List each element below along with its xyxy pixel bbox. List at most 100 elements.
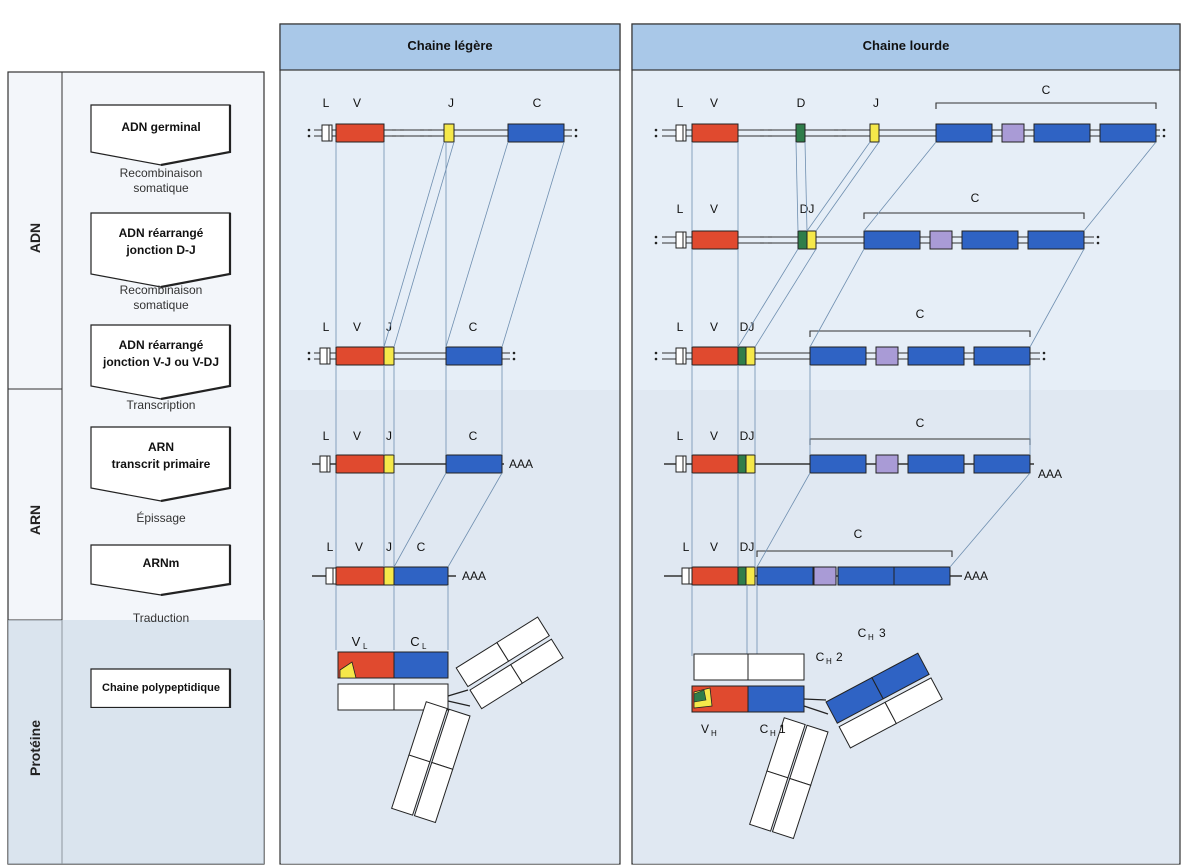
h3-right-dot-2 <box>1042 357 1046 361</box>
transition-5: Traduction <box>96 611 226 626</box>
step-box-5-shadow <box>160 545 232 596</box>
h4-leader-box2 <box>682 455 687 473</box>
heavy-label-ch1-sub: H <box>770 729 776 738</box>
l-guide-c1 <box>445 141 509 348</box>
step-box-6-shape <box>90 668 232 708</box>
h1-left-dot-2 <box>654 134 658 138</box>
heavy-ch3-domain <box>871 652 930 700</box>
transition-1: Recombinaison somatique <box>96 166 226 196</box>
l2-exon-j <box>383 346 395 366</box>
l4-exon-c <box>393 566 449 586</box>
h2-leader-box1 <box>675 231 684 249</box>
heavy-chain-header <box>631 23 1181 71</box>
heavy-label-ch3: C <box>858 626 867 640</box>
step-box-2-shadow <box>160 213 232 288</box>
h-guide-j3 <box>754 248 817 348</box>
light-hinge-2 <box>447 700 471 707</box>
h3-label-l: L <box>677 320 684 334</box>
heavy-ch1-domain <box>747 685 805 713</box>
l2-label-j: J <box>386 320 392 334</box>
h2-leader-box2 <box>682 231 687 249</box>
h-guide-c4 <box>1029 248 1085 348</box>
h5-exon-j <box>745 566 756 586</box>
l4-exon-v <box>335 566 385 586</box>
step-box-5-shape <box>90 544 232 596</box>
l2-label-l: L <box>323 320 330 334</box>
h2-right-dot-2 <box>1096 241 1100 245</box>
l1-label-v: V <box>353 96 361 110</box>
step-box-5-label-line-1: ARNm <box>142 555 180 570</box>
h2-exon-v <box>691 230 739 250</box>
h-guide-c1 <box>863 141 937 232</box>
h2-label-v: V <box>710 202 718 216</box>
h3-label-v: V <box>710 320 718 334</box>
h1-label-l: L <box>677 96 684 110</box>
h3-right-dot-1 <box>1042 351 1046 355</box>
h2-exon-d <box>797 230 808 250</box>
l3-label-l: L <box>323 429 330 443</box>
h2-left-dot-2 <box>654 241 658 245</box>
h5-label-dj: DJ <box>740 540 755 554</box>
h1-right-dot-1 <box>1162 128 1166 132</box>
h2-exon-j <box>806 230 817 250</box>
l2-leader-box1 <box>319 347 328 365</box>
h3-exon-c3 <box>907 346 965 366</box>
l1-exon-v <box>335 123 385 143</box>
heavy-antibody <box>691 652 943 840</box>
h-guide-d1 <box>795 141 799 232</box>
transition-3-line-1: Transcription <box>126 398 196 412</box>
light-hinge-1 <box>447 689 469 697</box>
light-partner-c <box>393 683 449 711</box>
step-box-4-label-line-1: ARN <box>148 440 174 454</box>
l3-exon-j <box>383 454 395 474</box>
transition-5-line-1: Traduction <box>132 611 190 625</box>
transition-1-line-2: somatique <box>133 181 189 195</box>
step-box-4-shape <box>90 426 232 502</box>
l3-label-v: V <box>353 429 361 443</box>
step-box-2-shape <box>90 212 232 288</box>
h1-exon-c1 <box>935 123 993 143</box>
l2-left-dot-2 <box>307 357 311 361</box>
heavy-label-ch1: C <box>760 722 769 736</box>
light-arm-upper <box>455 616 564 710</box>
heavy-partner-c <box>747 653 805 681</box>
h3-left-dot-1 <box>654 351 658 355</box>
step-box-4-shadow <box>160 427 232 502</box>
l3-exon-c <box>445 454 503 474</box>
heavy-label-vh-sub: H <box>711 729 717 738</box>
heavy-arm-lower-d4 <box>749 770 789 832</box>
h5-exon-c3 <box>837 566 895 586</box>
h-guide-d3 <box>737 248 799 348</box>
h4-exon-c4 <box>973 454 1031 474</box>
step-box-2-label-line-2: jonction D-J <box>126 243 196 257</box>
step-box-6-label-line-1: Chaine polypeptidique <box>102 681 220 694</box>
h3-exon-c4 <box>973 346 1031 366</box>
light-arm-upper-d4 <box>496 616 550 662</box>
l1-leader-box2 <box>328 124 333 142</box>
h5-label-v: V <box>710 540 718 554</box>
l4-label-c: C <box>417 540 426 554</box>
h4-label-l: L <box>677 429 684 443</box>
h5-leader-box1 <box>681 567 690 585</box>
side-label-dna: ADN <box>27 222 43 254</box>
h1-leader-box1 <box>675 124 684 142</box>
heavy-label-vh: V <box>701 722 709 736</box>
step-box-1: ADN germinal <box>90 104 232 166</box>
step-box-1-shadow <box>160 105 232 166</box>
h4-polya: AAA <box>1038 467 1062 481</box>
light-vl-j-patch <box>339 661 357 679</box>
h5-exon-v <box>691 566 739 586</box>
l1-leader-box1 <box>321 124 330 142</box>
h2-label-l: L <box>677 202 684 216</box>
step-box-3-label-line-2: jonction V-J ou V-DJ <box>102 355 219 369</box>
h-guide-j2 <box>815 141 880 232</box>
h3-left-dot-2 <box>654 357 658 361</box>
heavy-hinge-2 <box>803 705 829 715</box>
heavy-arm-upper-d4 <box>884 677 943 725</box>
h1-right-dot-2 <box>1162 134 1166 138</box>
l2-right-dot-2 <box>512 357 516 361</box>
l1-left-dot-1 <box>307 128 311 132</box>
h-guide-c7 <box>756 472 811 568</box>
h2-label-dj: DJ <box>800 202 815 216</box>
